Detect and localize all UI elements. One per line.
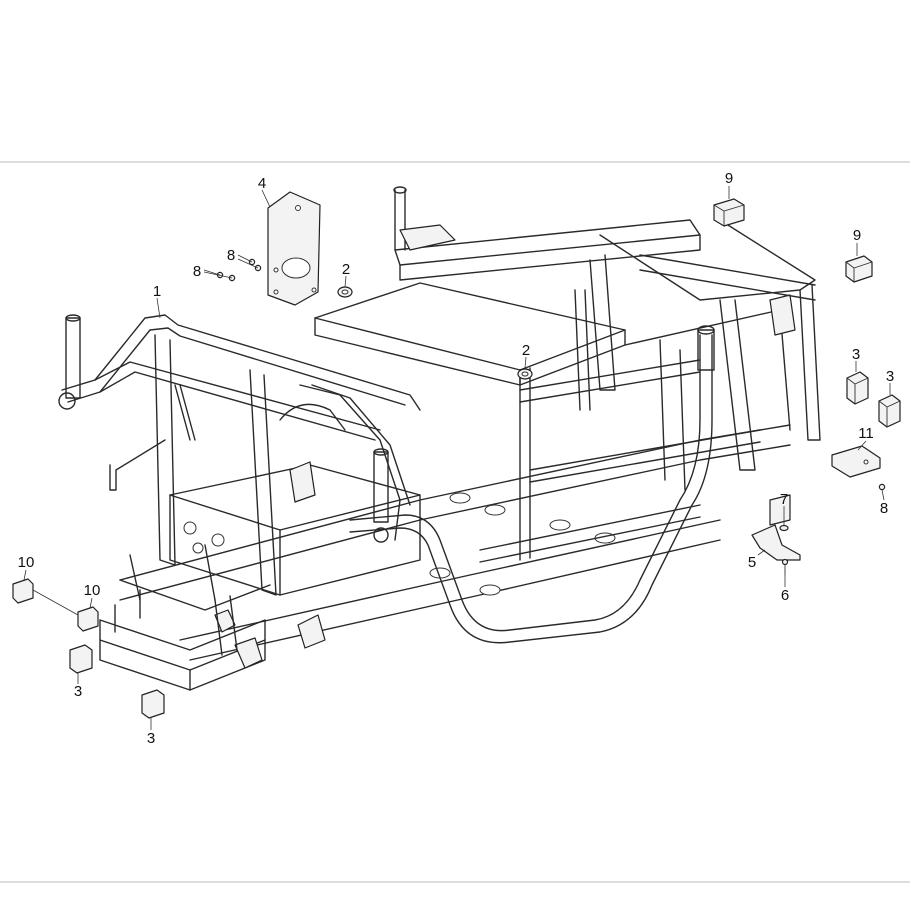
callout-8-left: 8 [193,263,201,280]
callout-11: 11 [858,425,874,442]
callout-8-right: 8 [880,500,888,517]
part-5-bracket [751,524,801,561]
part-2-nut-left [337,286,353,298]
part-10-cap-left-2 [77,606,99,632]
part-3-cap-left-1 [69,644,93,674]
callout-2-left: 2 [342,261,350,278]
callout-3-left-1: 3 [74,683,82,700]
leader-lines [23,186,891,730]
part-9-cap-lower [845,255,873,283]
part-9-cap-upper [713,198,745,227]
part-3-cap-left-2 [141,689,165,719]
callout-4: 4 [258,175,266,192]
part-11-bracket [831,445,881,478]
callout-2-right: 2 [522,342,530,359]
callout-8-upper: 8 [227,247,235,264]
part-3-cap-right-2 [878,394,901,428]
callout-5: 5 [748,554,756,571]
callout-3-right-2: 3 [886,368,894,385]
part-7-washer [779,524,789,532]
part-8-bolt-right [878,483,886,491]
part-10-cap-left-1 [12,578,34,604]
callout-9-upper: 9 [725,170,733,187]
callout-6: 6 [781,587,789,604]
callout-10-right: 10 [84,582,101,599]
callout-3-left-2: 3 [147,730,155,747]
callout-10-left: 10 [18,554,35,571]
part-3-cap-right-1 [846,371,869,405]
callout-7: 7 [780,491,788,508]
part-6-bolt [781,558,789,575]
callout-3-right-1: 3 [852,346,860,363]
part-8-bolts-upper [216,258,262,282]
callout-9-lower: 9 [853,227,861,244]
part-4-plate [267,191,321,306]
main-frame [58,186,821,691]
callout-1: 1 [153,283,161,300]
part-2-nut-right [517,368,533,380]
